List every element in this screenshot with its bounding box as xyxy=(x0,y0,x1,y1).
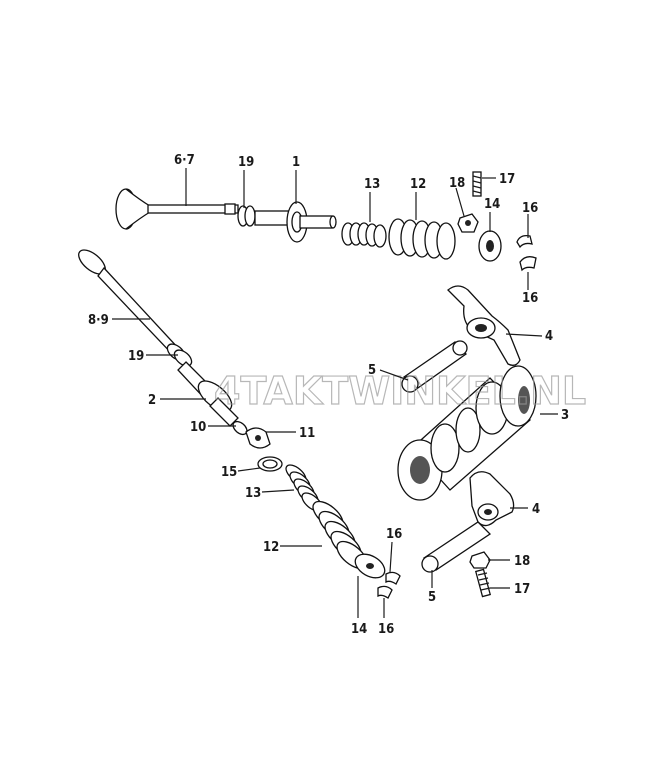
callout-18-upper: 18 xyxy=(449,176,465,191)
callout-13-lower: 13 xyxy=(245,486,261,501)
callout-12-lower: 12 xyxy=(263,540,279,555)
outer-spring-12-upper xyxy=(388,218,456,260)
callout-14-upper: 14 xyxy=(484,197,500,212)
callout-18-lower: 18 xyxy=(514,554,530,569)
rocker-shaft-5-lower xyxy=(421,521,492,573)
callout-12-upper: 12 xyxy=(410,177,426,192)
valve-guide-2 xyxy=(177,361,239,427)
intake-valve-8-9 xyxy=(78,249,181,357)
cotter-16-lower xyxy=(377,571,401,599)
spring-seat-11 xyxy=(245,427,271,449)
valve-guide-1 xyxy=(254,201,337,243)
callout-4-lower: 4 xyxy=(532,502,540,517)
callout-14-lower: 14 xyxy=(351,622,367,637)
callout-16-upper-b: 16 xyxy=(522,291,538,306)
cotter-16-upper xyxy=(516,234,537,272)
rocker-shaft-5-upper xyxy=(401,340,468,393)
callout-17-upper: 17 xyxy=(499,172,515,187)
callout-15: 15 xyxy=(221,465,237,480)
callout-4-upper: 4 xyxy=(545,329,553,344)
watermark-text: 4TAKTWINKEL.NL xyxy=(214,369,586,413)
leader-lines xyxy=(112,168,558,618)
callout-16-lower-b: 16 xyxy=(378,622,394,637)
rocker-arm-4-upper xyxy=(447,285,521,366)
washer-15 xyxy=(257,456,283,472)
oil-seal-19-upper xyxy=(237,205,256,227)
callout-13-upper: 13 xyxy=(364,177,380,192)
oil-seal-19-lower xyxy=(166,343,193,367)
adjusting-screw-17-upper xyxy=(472,171,482,197)
exhaust-valve-6-7 xyxy=(115,188,239,230)
callout-5-upper: 5 xyxy=(368,363,376,378)
callout-1: 1 xyxy=(292,155,300,170)
callout-19-upper: 19 xyxy=(238,155,254,170)
callout-5-lower: 5 xyxy=(428,590,436,605)
callout-16-upper-a: 16 xyxy=(522,201,538,216)
callout-19-lower: 19 xyxy=(128,349,144,364)
rocker-arm-4-lower xyxy=(469,471,515,527)
retainer-14-upper xyxy=(478,230,502,262)
retainer-14-lower xyxy=(354,553,386,579)
callout-labels: 6·7 19 1 13 12 18 17 14 16 16 4 5 3 8·9 … xyxy=(88,153,569,637)
callout-17-lower: 17 xyxy=(514,582,530,597)
adjusting-screw-17-lower xyxy=(474,568,492,598)
lock-nut-18-upper xyxy=(457,213,479,233)
inner-spring-13-lower xyxy=(285,464,323,512)
callout-8-9: 8·9 xyxy=(88,313,109,328)
lock-nut-18-lower xyxy=(469,551,491,569)
callout-16-lower-a: 16 xyxy=(386,527,402,542)
callout-6-7: 6·7 xyxy=(174,153,195,168)
callout-3: 3 xyxy=(561,408,569,423)
camshaft-3 xyxy=(397,365,537,501)
callout-2: 2 xyxy=(148,393,156,408)
inner-spring-13-upper xyxy=(341,222,387,248)
callout-11: 11 xyxy=(299,426,315,441)
callout-10: 10 xyxy=(190,420,206,435)
